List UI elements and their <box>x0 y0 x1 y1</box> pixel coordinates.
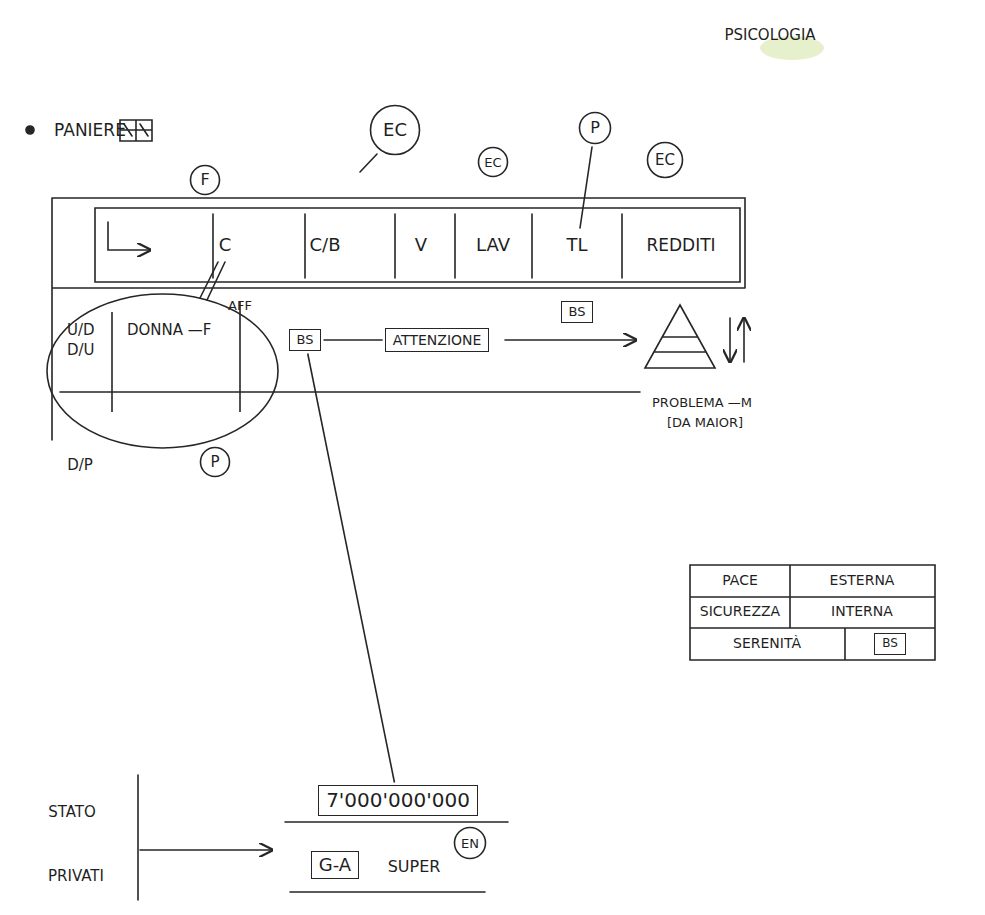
sketch-label: TL <box>566 235 587 255</box>
sketch-label: SICUREZZA <box>700 604 780 619</box>
branch-stroke <box>200 262 225 300</box>
node-text: BS <box>882 637 898 651</box>
row-box <box>95 208 740 282</box>
node-text: BS <box>569 305 586 320</box>
node-text: U/D D/U <box>67 320 109 360</box>
ellipse-outline <box>47 294 278 448</box>
circle-outline <box>371 106 420 155</box>
down-arrow <box>729 318 731 362</box>
sketch-label: INTERNA <box>831 604 893 619</box>
circle-outline <box>201 448 230 477</box>
sketch-label: PROBLEMA —M <box>652 396 752 410</box>
node-text: ATTENZIONE <box>393 332 482 348</box>
sketch-label: PACE <box>722 573 758 588</box>
ellipse-outline <box>45 292 280 450</box>
circled-code: EC <box>646 141 684 179</box>
sketch-label: [DA MAIOR] <box>667 416 743 430</box>
connector <box>323 339 382 341</box>
node-text: DONNA —F <box>127 320 227 340</box>
sketch-label: LAV <box>476 235 510 255</box>
up-arrow <box>743 318 745 362</box>
node-text: EC <box>484 156 501 169</box>
circled-code: P <box>578 111 612 145</box>
circled-code: EC <box>477 146 509 178</box>
text-box: BS <box>289 329 322 352</box>
divider-line <box>137 775 139 900</box>
frame-line <box>52 198 745 440</box>
circle-outline <box>479 148 508 177</box>
circle-outline <box>648 143 683 178</box>
arrow-line <box>140 849 272 851</box>
circled-code: P <box>199 446 231 478</box>
sketch-label: SUPER <box>388 858 441 876</box>
connector <box>308 353 395 782</box>
underline <box>285 822 508 892</box>
bullet <box>26 126 34 134</box>
node-text: 7'000'000'000 <box>326 789 470 812</box>
strike-mark <box>360 154 377 172</box>
sketch-label: C <box>219 235 232 255</box>
cell-divider <box>213 214 622 278</box>
sketch-label: REDDITI <box>646 236 715 255</box>
text-box: BS <box>874 633 906 655</box>
circled-code: EC <box>369 104 421 156</box>
node-text: EN <box>461 837 479 850</box>
node-text: EC <box>383 121 407 139</box>
text-box: 7'000'000'000 <box>318 785 478 816</box>
arrow-line <box>505 339 636 341</box>
node-text: P <box>590 120 600 136</box>
cell-divider <box>112 302 240 412</box>
sketch-label: AFF <box>228 299 252 313</box>
table-grid <box>690 565 935 660</box>
circled-code: F <box>189 164 221 196</box>
ellipse-group: U/D D/U DONNA —F <box>45 292 280 450</box>
text-box: BS <box>561 301 594 324</box>
sketch-label: SERENITÀ <box>733 636 801 651</box>
triangle-figure <box>645 305 715 368</box>
sketch-label: D/P <box>67 457 93 474</box>
circle-outline <box>580 113 611 144</box>
sketch-label: PRIVATI <box>48 868 104 885</box>
sketch-label: PANIERE <box>54 121 126 140</box>
leader-line <box>580 147 592 228</box>
node-text: F <box>200 172 209 188</box>
sketch-label: STATO <box>48 804 96 821</box>
sketch-label: V <box>415 235 427 255</box>
node-text: EC <box>655 153 675 168</box>
sketch-label: C/B <box>310 235 341 255</box>
node-text: G-A <box>319 855 351 876</box>
node-text: P <box>210 455 219 470</box>
text-box: G-A <box>311 851 359 880</box>
text-box: ATTENZIONE <box>385 328 490 352</box>
circle-outline <box>455 828 486 859</box>
circle-outline <box>191 166 220 195</box>
circled-code: EN <box>453 826 487 860</box>
sketch-label: PSICOLOGIA <box>724 27 815 44</box>
arrow-symbol <box>108 222 150 250</box>
node-text: BS <box>297 333 314 348</box>
sketch-label: ESTERNA <box>830 573 895 588</box>
